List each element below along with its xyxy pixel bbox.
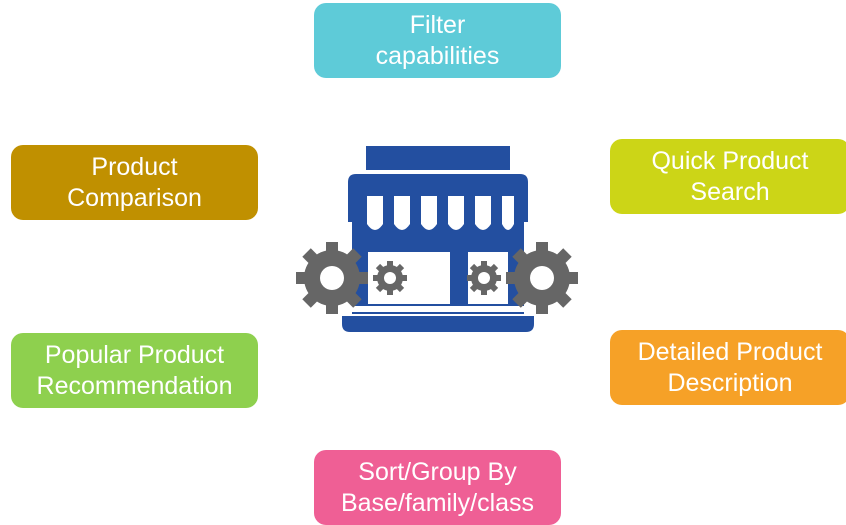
detailed-product-description-line1: Detailed Product xyxy=(637,337,823,366)
detailed-product-description-box: Detailed Product Description xyxy=(610,330,846,405)
sort-group-by-line1: Sort/Group By xyxy=(358,457,517,486)
filter-capabilities-box: Filter capabilities xyxy=(314,3,561,78)
sort-group-by-box: Sort/Group By Base/family/class xyxy=(314,450,561,525)
product-comparison-line1: Product xyxy=(91,152,178,181)
storefront-icon xyxy=(342,146,534,332)
quick-product-search-box: Quick Product Search xyxy=(610,139,846,214)
quick-product-search-line1: Quick Product xyxy=(651,146,809,175)
quick-product-search-line2: Search xyxy=(690,177,770,206)
filter-capabilities-line2: capabilities xyxy=(375,41,500,70)
popular-product-recommendation-box: Popular Product Recommendation xyxy=(11,333,258,408)
large-gear-left-icon xyxy=(296,242,368,314)
small-gear-right-icon xyxy=(467,261,501,295)
sort-group-by-line2: Base/family/class xyxy=(340,488,535,517)
popular-product-recommendation-line1: Popular Product xyxy=(44,340,225,369)
filter-capabilities-line1: Filter xyxy=(409,10,466,39)
small-gear-left-icon xyxy=(373,261,407,295)
product-comparison-line2: Comparison xyxy=(67,183,202,212)
product-comparison-box: Product Comparison xyxy=(11,145,258,220)
large-gear-right-icon xyxy=(506,242,578,314)
storefront-with-gears-icon xyxy=(296,146,578,332)
popular-product-recommendation-line2: Recommendation xyxy=(36,371,233,400)
detailed-product-description-line2: Description xyxy=(667,368,793,397)
